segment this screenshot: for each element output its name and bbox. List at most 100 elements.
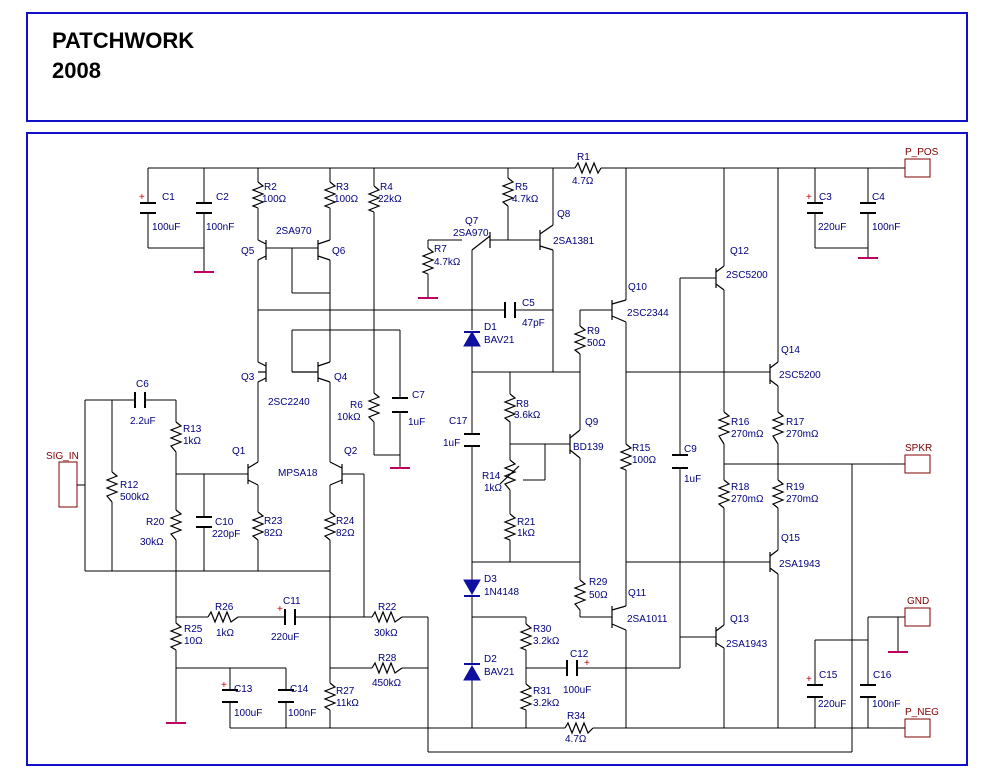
r5-value: 4.7kΩ: [512, 194, 539, 205]
c10-value: 220pF: [212, 529, 240, 540]
svg-text:+: +: [584, 658, 590, 669]
r6-ref: R6: [350, 400, 363, 411]
q6-ref: Q6: [332, 246, 346, 257]
schematic-frame: [26, 132, 968, 766]
c3-value: 220uF: [818, 222, 846, 233]
r30-value: 3.2kΩ: [533, 636, 560, 647]
r22-value: 30kΩ: [374, 628, 398, 639]
port-p-pos-label: P_POS: [905, 147, 939, 158]
r28-value: 450kΩ: [372, 678, 402, 689]
c1-value: 100uF: [152, 222, 180, 233]
r24-value: 82Ω: [336, 528, 355, 539]
r23-ref: R23: [264, 516, 283, 527]
q5-ref: Q5: [241, 246, 255, 257]
port-gnd-label: GND: [907, 596, 929, 607]
r17-value: 270mΩ: [786, 429, 819, 440]
c12-ref: C12: [570, 649, 589, 660]
q3-q4-part: 2SC2240: [268, 397, 310, 408]
q11-part: 2SA1011: [627, 614, 668, 625]
r13-ref: R13: [183, 424, 202, 435]
q2-ref: Q2: [344, 446, 358, 457]
r14-ref: R14: [482, 471, 501, 482]
q13-ref: Q13: [730, 614, 749, 625]
q5-q6-part: 2SA970: [276, 226, 312, 237]
title-name: PATCHWORK: [52, 28, 195, 53]
c4-value: 100nF: [872, 222, 900, 233]
title-block: PATCHWORK 2008: [26, 12, 968, 122]
r26-ref: R26: [215, 602, 234, 613]
c6-ref: C6: [136, 379, 149, 390]
c13-ref: C13: [234, 684, 253, 695]
c17-value: 1uF: [443, 438, 460, 449]
r19-value: 270mΩ: [786, 494, 819, 505]
r4-ref: R4: [380, 182, 393, 193]
r8-ref: R8: [516, 399, 529, 410]
r12-ref: R12: [120, 480, 139, 491]
svg-text:+: +: [221, 680, 227, 691]
d3-ref: D3: [484, 574, 497, 585]
q9-part: BD139: [573, 442, 604, 453]
q7-part: 2SA970: [453, 228, 489, 239]
c10-ref: C10: [215, 517, 234, 528]
c16-value: 100nF: [872, 699, 900, 710]
c7-ref: C7: [412, 390, 425, 401]
r25-value: 10Ω: [184, 636, 203, 647]
r29-ref: R29: [589, 577, 608, 588]
c9-value: 1uF: [684, 474, 701, 485]
q12-part: 2SC5200: [726, 270, 768, 281]
port-p-neg: [904, 718, 931, 738]
r3-ref: R3: [336, 182, 349, 193]
svg-text:+: +: [806, 192, 812, 203]
svg-text:+: +: [139, 192, 145, 203]
r17-ref: R17: [786, 417, 805, 428]
r29-value: 50Ω: [589, 590, 608, 601]
q4-ref: Q4: [334, 372, 348, 383]
c2-ref: C2: [216, 192, 229, 203]
r31-ref: R31: [533, 686, 552, 697]
d2-ref: D2: [484, 654, 497, 665]
c15-ref: C15: [819, 670, 838, 681]
q12-ref: Q12: [730, 246, 749, 257]
r9-ref: R9: [587, 326, 600, 337]
r27-ref: R27: [336, 686, 355, 697]
r1-ref: R1: [577, 152, 590, 163]
q8-part: 2SA1381: [553, 236, 595, 247]
r16-value: 270mΩ: [731, 429, 764, 440]
c13-value: 100uF: [234, 708, 262, 719]
r26-value: 1kΩ: [216, 628, 235, 639]
c2-value: 100nF: [206, 222, 234, 233]
c6-value: 2.2uF: [130, 416, 156, 427]
c4-ref: C4: [872, 192, 885, 203]
r28-ref: R28: [378, 653, 397, 664]
port-sig-in-label: SIG_IN: [46, 451, 79, 462]
r14-value: 1kΩ: [484, 483, 503, 494]
r25-ref: R25: [184, 624, 203, 635]
q1-ref: Q1: [232, 446, 246, 457]
r16-ref: R16: [731, 417, 750, 428]
q9-ref: Q9: [585, 417, 599, 428]
r13-value: 1kΩ: [183, 436, 202, 447]
r24-ref: R24: [336, 516, 355, 527]
port-spkr-label: SPKR: [905, 443, 932, 454]
r21-value: 1kΩ: [517, 528, 536, 539]
r5-ref: R5: [515, 182, 528, 193]
c17-ref: C17: [449, 416, 468, 427]
r30-ref: R30: [533, 624, 552, 635]
d2-part: BAV21: [484, 667, 515, 678]
r3-value: 100Ω: [334, 194, 359, 205]
r20-ref: R20: [146, 517, 165, 528]
r1-value: 4.7Ω: [572, 176, 594, 187]
svg-text:+: +: [277, 604, 283, 615]
q13-part: 2SA1943: [726, 639, 768, 650]
q3-ref: Q3: [241, 372, 255, 383]
r19-ref: R19: [786, 482, 805, 493]
r34-ref: R34: [567, 711, 586, 722]
r8-value: 3.6kΩ: [514, 410, 541, 421]
c14-ref: C14: [290, 684, 309, 695]
c11-value: 220uF: [271, 632, 299, 643]
q10-ref: Q10: [628, 282, 647, 293]
r20-value: 30kΩ: [140, 537, 164, 548]
r7-value: 4.7kΩ: [434, 257, 461, 268]
r34-value: 4.7Ω: [565, 734, 587, 745]
